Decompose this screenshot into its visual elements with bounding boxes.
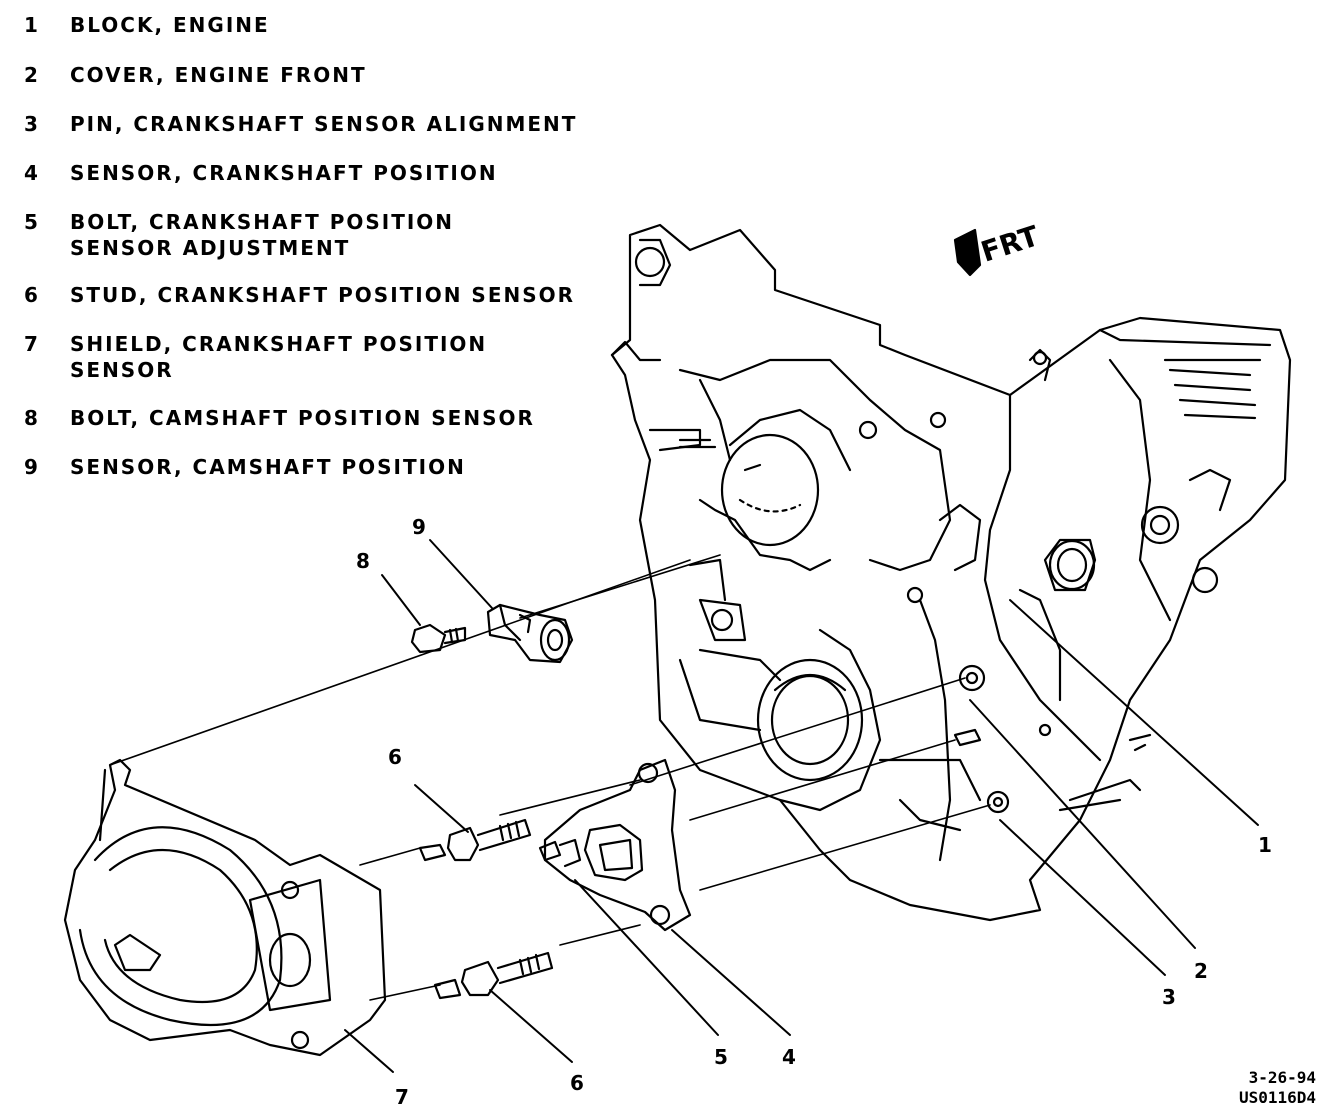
legend-label: SENSOR, CRANKSHAFT POSITION [70, 161, 498, 185]
legend-number: 6 [24, 283, 40, 307]
legend-number: 1 [24, 13, 40, 37]
callout-3: 3 [1162, 985, 1176, 1009]
legend-number: 2 [24, 63, 40, 87]
callout-9: 9 [412, 515, 426, 539]
legend-label: SHIELD, CRANKSHAFT POSITION SENSOR [70, 332, 488, 382]
legend-number: 4 [24, 161, 40, 185]
callout-5: 5 [714, 1045, 728, 1069]
explosion-lines [109, 554, 991, 1001]
legend-label: BLOCK, ENGINE [70, 13, 270, 37]
callout-4: 4 [782, 1045, 796, 1069]
front-direction-label: FRT [977, 219, 1043, 268]
callout-leaders [344, 539, 1259, 1073]
legend-label: COVER, ENGINE FRONT [70, 63, 367, 87]
callout-7: 7 [395, 1085, 409, 1109]
alignment-pin [953, 728, 982, 747]
legend-number: 7 [24, 332, 40, 356]
camshaft-sensor-bolt [410, 623, 467, 654]
engine-front-cover [720, 408, 1010, 814]
callout-2: 2 [1194, 959, 1208, 983]
crankshaft-sensor-shield [63, 758, 387, 1057]
legend-label: BOLT, CRANKSHAFT POSITION SENSOR ADJUSTM… [70, 210, 455, 260]
legend-label: SENSOR, CAMSHAFT POSITION [70, 455, 466, 479]
callout-6-lower: 6 [570, 1071, 584, 1095]
front-direction-arrow [953, 228, 982, 277]
callout-8: 8 [356, 549, 370, 573]
callout-1: 1 [1258, 833, 1272, 857]
legend-number: 9 [24, 455, 40, 479]
legend-label: PIN, CRANKSHAFT SENSOR ALIGNMENT [70, 112, 578, 136]
crankshaft-sensor-stud-upper [418, 818, 532, 862]
legend-label: STUD, CRANKSHAFT POSITION SENSOR [70, 283, 576, 307]
engine-block [610, 223, 1292, 922]
crankshaft-sensor-stud-lower [433, 951, 554, 1000]
legend-number: 3 [24, 112, 40, 136]
figure-date: 3-26-94 [1248, 1068, 1316, 1087]
figure-code: US0116D4 [1238, 1088, 1316, 1107]
legend-number: 8 [24, 406, 40, 430]
legend-label: BOLT, CAMSHAFT POSITION SENSOR [70, 406, 535, 430]
callout-6-upper: 6 [388, 745, 402, 769]
camshaft-sensor [486, 603, 574, 664]
legend-number: 5 [24, 210, 40, 234]
